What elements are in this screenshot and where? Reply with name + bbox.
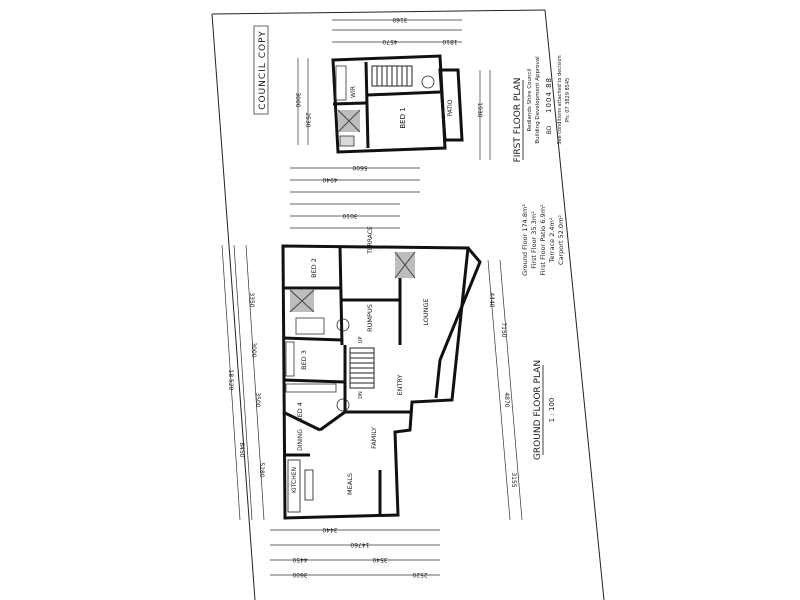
ground-floor-title: GROUND FLOOR PLAN bbox=[533, 360, 543, 460]
stair-down-marker: DN bbox=[358, 391, 364, 399]
area-schedule: Ground Floor 174.8m² First Floor 35.3m² … bbox=[521, 204, 565, 276]
first-floor-plan: 3160 4570 1810 3000 2530 1930 bbox=[294, 16, 491, 160]
dim-mid-a: 4940 bbox=[322, 176, 337, 183]
dim-bot-d: 2520 bbox=[412, 571, 427, 578]
lounge-bay-wall bbox=[434, 247, 482, 399]
dim-bot-c: 3540 bbox=[372, 556, 387, 563]
room-label-meals: MEALS bbox=[346, 473, 354, 495]
council-line2: Building Development Approval bbox=[535, 56, 541, 144]
ground-floor-stair bbox=[349, 347, 375, 389]
area-terrace: Terrace 2.4m² bbox=[548, 217, 556, 263]
dim-left-c: 3500 bbox=[254, 392, 261, 407]
room-label-terrace: TERRACE bbox=[367, 226, 374, 255]
bed4-wardrobe bbox=[285, 383, 337, 393]
room-label-wir: WIR bbox=[350, 86, 357, 98]
dim-right-b: 7150 bbox=[500, 322, 507, 337]
page-edge-left bbox=[211, 13, 256, 600]
dim-mid-overall: 5600 bbox=[352, 164, 367, 171]
ground-floor-plan: 5600 4940 3010 18 520 3350 3000 3500 845… bbox=[221, 164, 523, 578]
council-approval-stamp: Redlands Shire Council Building Developm… bbox=[527, 55, 571, 144]
dim-bot-e: 3600 bbox=[292, 571, 307, 578]
area-first-patio: First Floor Patio 6.9m² bbox=[539, 204, 547, 276]
dim-side-a: 3000 bbox=[294, 92, 301, 107]
dim-top-a: 4570 bbox=[382, 38, 397, 45]
council-line3: See conditions attached to decision bbox=[557, 55, 563, 144]
bath-tub bbox=[295, 317, 325, 335]
dim-left-e: 5280 bbox=[258, 462, 265, 477]
dim-left-b: 3000 bbox=[250, 342, 257, 357]
ground-floor-scale: 1 : 100 bbox=[548, 398, 556, 423]
room-label-entry: ENTRY bbox=[396, 374, 404, 395]
dim-top-overall: 3160 bbox=[392, 16, 407, 23]
kitchen-bench bbox=[287, 459, 301, 513]
stamp-text: COUNCIL COPY bbox=[258, 30, 268, 110]
ensuite-vanity bbox=[339, 135, 355, 147]
first-floor-title-group: FIRST FLOOR PLAN bbox=[513, 78, 524, 163]
room-label-family: FAMILY bbox=[370, 427, 378, 449]
dim-right-d: 3155 bbox=[510, 472, 517, 487]
dim-bot-b: 4450 bbox=[292, 556, 307, 563]
dim-bot-a: 3440 bbox=[322, 526, 337, 533]
ground-floor-title-group: GROUND FLOOR PLAN 1 : 100 bbox=[533, 360, 556, 460]
dim-left-a: 3350 bbox=[248, 292, 255, 307]
dim-right-c: 4870 bbox=[503, 392, 510, 407]
patio-outline bbox=[438, 68, 464, 142]
section-marker-a bbox=[336, 318, 350, 332]
council-bd-label: BD bbox=[546, 125, 553, 134]
section-marker-first bbox=[421, 75, 435, 89]
dim-right-a: 4440 bbox=[488, 292, 495, 307]
bed3-wardrobe bbox=[285, 341, 295, 377]
dim-left-d: 8450 bbox=[238, 442, 245, 457]
first-floor-stair bbox=[371, 65, 413, 87]
wir-shelving bbox=[335, 65, 347, 101]
section-marker-b bbox=[336, 398, 350, 412]
council-copy-stamp: COUNCIL COPY bbox=[253, 25, 269, 115]
room-label-patio: PATIO bbox=[447, 99, 454, 116]
first-floor-title: FIRST FLOOR PLAN bbox=[513, 78, 523, 163]
room-label-rumpus: RUMPUS bbox=[366, 304, 374, 332]
dim-left-overall: 18 520 bbox=[227, 370, 234, 391]
room-label-dining: DINING bbox=[297, 429, 304, 451]
stair-up-marker: UP bbox=[358, 337, 364, 344]
room-label-bed4: BED 4 bbox=[296, 402, 304, 422]
dim-side-b: 2530 bbox=[304, 112, 311, 127]
area-carport: Carport 52.0m² bbox=[557, 215, 565, 265]
council-bd-number: 1004 88 bbox=[545, 77, 553, 113]
dim-side-c: 1930 bbox=[476, 102, 483, 117]
page-edge-top bbox=[211, 9, 546, 15]
council-line4: Ph: 07 3829 8545 bbox=[565, 78, 571, 122]
dim-bot-overall: 14760 bbox=[350, 541, 369, 548]
kitchen-island bbox=[304, 469, 314, 501]
room-label-bed1: BED 1 bbox=[399, 107, 407, 128]
council-line1: Redlands Shire Council bbox=[527, 68, 533, 131]
room-label-lounge: LOUNGE bbox=[422, 298, 430, 325]
page-edge-right bbox=[544, 9, 605, 600]
dim-mid-b: 3010 bbox=[342, 212, 357, 219]
first-floor-outline bbox=[331, 54, 447, 154]
area-ground: Ground Floor 174.8m² bbox=[521, 204, 529, 276]
ground-floor-outline bbox=[281, 244, 470, 520]
room-label-bed3: BED 3 bbox=[300, 350, 308, 370]
room-label-bed2: BED 2 bbox=[310, 258, 318, 278]
area-first: First Floor 35.3m² bbox=[530, 211, 538, 269]
dim-top-b: 1810 bbox=[442, 38, 457, 45]
room-label-kitchen: KITCHEN bbox=[291, 467, 298, 493]
